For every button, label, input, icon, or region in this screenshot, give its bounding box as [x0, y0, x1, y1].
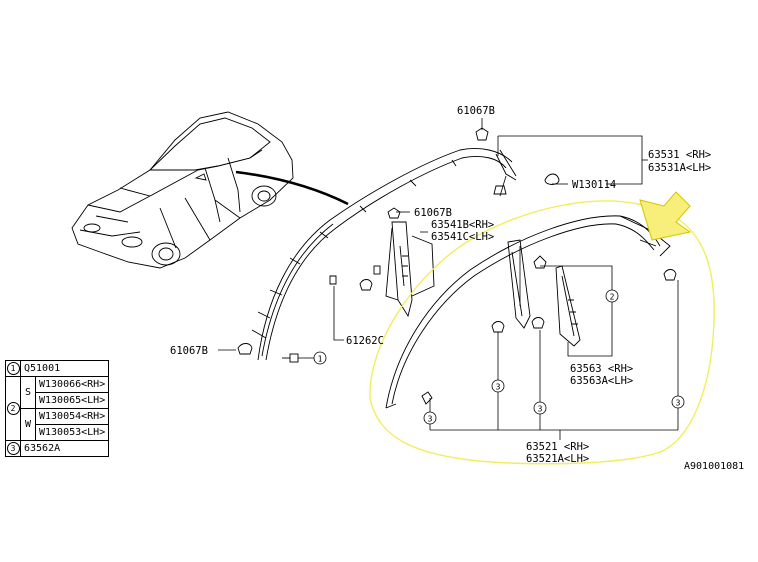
legend-row-1: 1 Q51001 [5, 360, 110, 377]
screw-icon [282, 353, 299, 363]
legend-row-3: 3 63562A [5, 440, 110, 457]
label-63521a-lh: 63521A<LH> [526, 453, 589, 465]
callout-3c-icon: 3 [533, 401, 547, 415]
callout-3-icon: 3 [6, 441, 20, 455]
legend-part: 63562A [19, 440, 110, 457]
legend-num-cell: 3 [5, 440, 21, 457]
car-leader-line [235, 170, 349, 206]
label-61067b-left: 61067B [170, 345, 208, 357]
clip-set-roof [237, 127, 560, 355]
roof-molding [251, 148, 517, 361]
legend-num-cell: 2 [5, 376, 21, 441]
svg-text:3: 3 [538, 405, 543, 414]
svg-text:1: 1 [318, 355, 323, 364]
label-w130114: W130114 [572, 179, 616, 191]
label-61067b-mid: 61067B [414, 207, 452, 219]
label-63531a-lh: 63531A<LH> [648, 162, 711, 174]
sash-pillar-parts [507, 239, 581, 347]
callout-2-icon: 2 [6, 401, 20, 415]
clip-set-door [421, 255, 677, 405]
legend-row-2: 2 S W130066<RH> [5, 376, 110, 441]
label-63541b-rh: 63541B<RH> [431, 219, 494, 231]
label-61262c: 61262C [346, 335, 384, 347]
door-sash-molding [385, 215, 671, 409]
highlight-outline [369, 200, 715, 465]
label-63563-rh: 63563 <RH> [570, 363, 633, 375]
callout-3a-icon: 3 [423, 411, 437, 425]
legend-row-2c: W W130054<RH> [6, 408, 110, 441]
clip-set-pillar [359, 207, 401, 291]
label-63563a-lh: 63563A<LH> [570, 375, 633, 387]
figure-id: A901001081 [684, 461, 744, 472]
legend-row-2b: W130065<LH> [6, 392, 110, 409]
label-63531-rh: 63531 <RH> [648, 149, 711, 161]
legend-sub-label: S [20, 376, 36, 409]
legend-part: W130065<LH> [34, 392, 110, 409]
legend-part: W130053<LH> [34, 424, 110, 441]
svg-text:3: 3 [676, 399, 681, 408]
svg-text:3: 3 [428, 415, 433, 424]
pillar-cover-63541 [385, 221, 435, 318]
legend-sub-label: W [20, 408, 36, 441]
legend-part: W130054<RH> [34, 408, 110, 425]
callout-circles: 1 2 3 3 3 3 [313, 289, 685, 425]
callout-1-icon: 1 [313, 351, 327, 365]
car-illustration [71, 111, 294, 269]
callout-1-icon: 1 [6, 361, 20, 375]
legend-num-cell: 1 [5, 360, 21, 377]
label-61067b-top: 61067B [457, 105, 495, 117]
label-63521-rh: 63521 <RH> [526, 441, 589, 453]
callout-2-icon: 2 [605, 289, 619, 303]
callout-3d-icon: 3 [671, 395, 685, 409]
svg-text:2: 2 [610, 293, 615, 302]
part-labels: 61067B 63531 <RH> 63531A<LH> W130114 610… [170, 105, 744, 472]
callout-3b-icon: 3 [491, 379, 505, 393]
label-63541c-lh: 63541C<LH> [431, 231, 494, 243]
legend-table: 1 Q51001 2 S W130066<RH> W130065<LH> W W… [5, 360, 110, 457]
highlight-arrow-icon [639, 191, 692, 241]
svg-text:3: 3 [496, 383, 501, 392]
legend-part: W130066<RH> [34, 376, 110, 393]
legend-part: Q51001 [19, 360, 110, 377]
